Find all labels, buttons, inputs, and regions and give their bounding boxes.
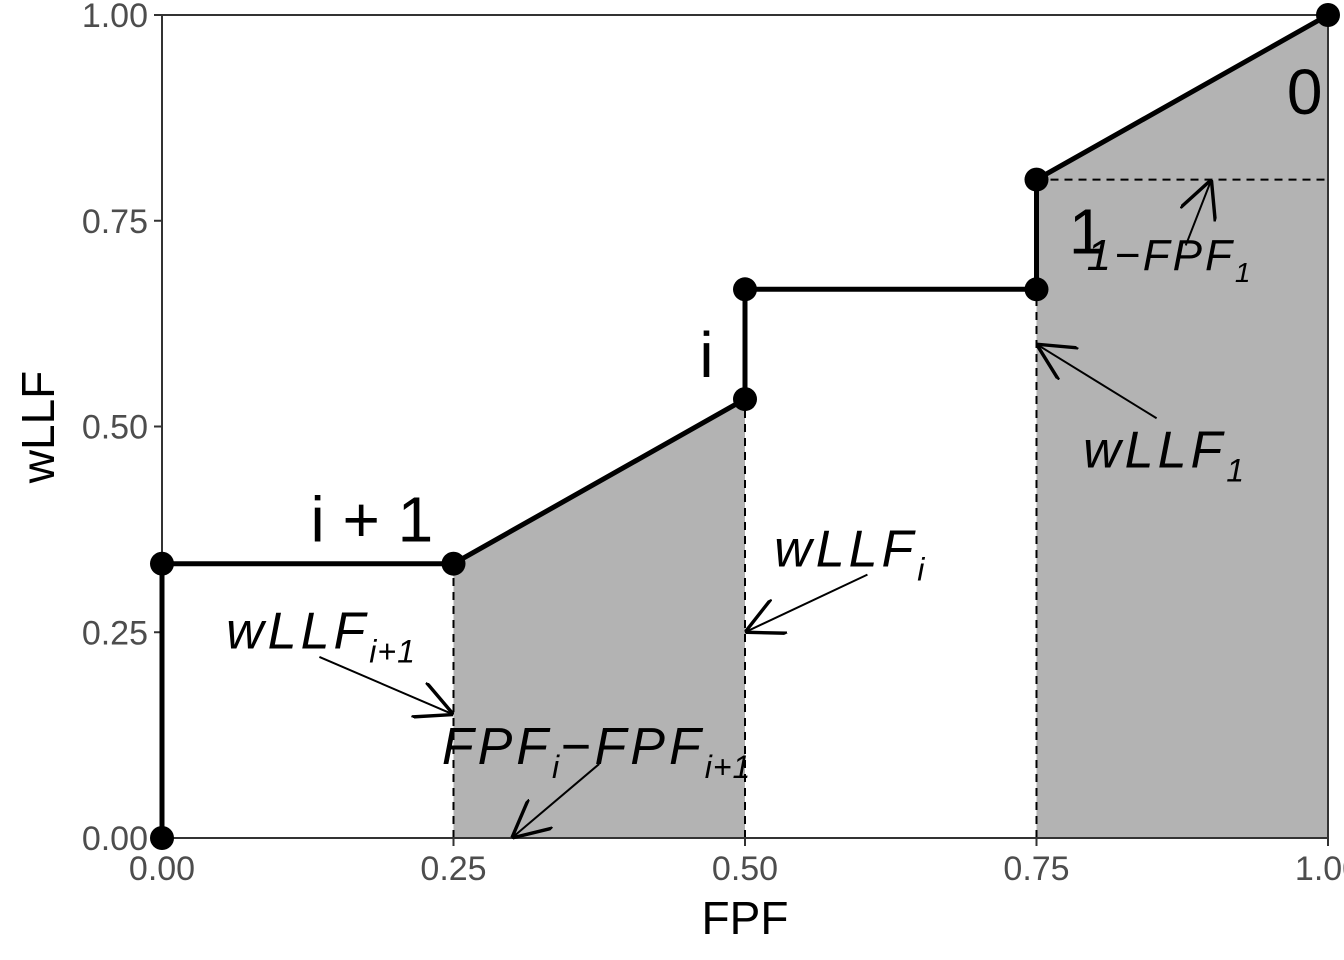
y-tick-label: 0.50 — [82, 409, 148, 447]
arrow-wllf-1 — [1037, 344, 1158, 420]
annotation-main: wLLF — [226, 603, 369, 661]
shaded-region-1 — [453, 399, 745, 838]
annotation-subscript: i+1 — [369, 634, 416, 670]
x-tick-label: 0.50 — [712, 850, 778, 888]
x-tick-label: 0.75 — [1003, 850, 1069, 888]
arrow-wllf-i — [745, 573, 868, 633]
operating-point — [733, 387, 757, 412]
annotation-subscript: 1 — [1235, 257, 1252, 288]
segment-label: i — [699, 319, 713, 391]
y-tick-label: 0.00 — [82, 820, 148, 858]
arrow-fpf-difference — [512, 763, 600, 838]
x-tick-label: 0.00 — [129, 850, 195, 888]
annotation-main: wLLF — [774, 520, 917, 578]
operating-point — [1024, 277, 1049, 302]
operating-point — [150, 551, 174, 576]
annotation-main: 1−FPF — [1087, 231, 1235, 280]
shaded-areas — [453, 15, 1328, 838]
wllf-i-plus-1: wLLFi+1 — [226, 603, 416, 670]
segment-label: i + 1 — [311, 484, 434, 556]
annotation-subscript-2: i+1 — [705, 749, 752, 785]
wllf-1: wLLF1 — [1083, 422, 1245, 489]
y-axis-title: wLLF — [12, 371, 64, 484]
annotation-main: FPF — [442, 718, 552, 776]
wllf-i: wLLFi — [774, 520, 925, 587]
segment-label: 1 — [1069, 196, 1105, 268]
annotation-main: wLLF — [1083, 422, 1226, 480]
annotation-subscript: i — [917, 551, 925, 587]
fpf-difference: FPFi−FPFi+1 — [442, 718, 752, 785]
operating-point — [1316, 3, 1340, 27]
annotation-arrows — [319, 180, 1211, 838]
arrow-one-minus-fpf — [1186, 180, 1212, 246]
operating-point — [441, 551, 466, 576]
operating-point — [150, 826, 174, 850]
operating-point — [1024, 167, 1049, 192]
annotation-minus: − — [560, 718, 594, 776]
x-tick-label: 0.25 — [420, 850, 486, 888]
wllf-curve — [159, 12, 1330, 838]
shaded-region-2 — [1036, 15, 1328, 838]
segment-labels: i + 1 i 1 0 — [311, 56, 1323, 556]
annotation-subscript: 1 — [1226, 453, 1245, 489]
operating-point — [733, 277, 757, 302]
x-tick-label: 1.00 — [1295, 850, 1344, 888]
y-tick-label: 0.25 — [82, 614, 148, 652]
annotation-main-2: FPF — [595, 718, 705, 776]
operating-points — [150, 3, 1340, 850]
wllf-curve-line — [159, 12, 1330, 838]
y-tick-label: 1.00 — [82, 0, 148, 35]
one-minus-fpf: 1−FPF1 — [1087, 231, 1252, 288]
segment-label: 0 — [1287, 56, 1323, 128]
x-axis-title: FPF — [702, 892, 789, 944]
annotation-subscript: i — [552, 749, 560, 785]
tick-marks-and-labels: 0.00 0.25 0.50 0.75 1.00 0.00 0.25 0.50 0.75 1.00 — [82, 0, 1344, 888]
y-tick-label: 0.75 — [82, 203, 148, 241]
arrow-wllf-i-plus-1 — [319, 656, 453, 715]
